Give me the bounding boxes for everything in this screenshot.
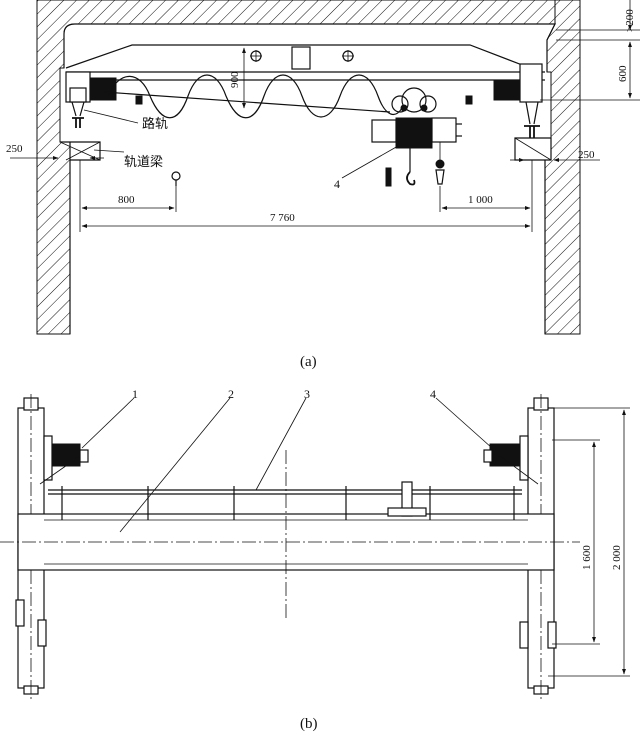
main-girder-top bbox=[65, 44, 531, 69]
dim-7760-text: 7 760 bbox=[270, 212, 295, 224]
girder-bolt-right bbox=[342, 50, 354, 62]
caption-b: (b) bbox=[300, 716, 318, 732]
dim-600-text: 600 bbox=[617, 65, 629, 82]
building-wall-right bbox=[544, 0, 581, 335]
dim-250-left-text: 250 bbox=[6, 143, 23, 155]
building-interior-outline bbox=[63, 23, 556, 334]
festoon-wire bbox=[103, 91, 391, 113]
girder-center-block bbox=[291, 46, 311, 70]
caption-a: (a) bbox=[300, 354, 317, 370]
dim-800-text: 800 bbox=[118, 194, 135, 206]
dim-1000-text: 1 000 bbox=[468, 194, 493, 206]
figure-a: 路轨 轨道梁 4 900 250 250 >200 600 800 1 000 bbox=[6, 0, 640, 370]
rail-beam-leader bbox=[93, 149, 125, 153]
part-1-label: 1 bbox=[132, 387, 138, 401]
part-4-leader-b-tail bbox=[499, 455, 539, 485]
part-4-leader-b bbox=[435, 397, 493, 449]
part-2-label: 2 bbox=[228, 387, 234, 401]
part-4-leader-a bbox=[341, 145, 399, 179]
rail-beam-left bbox=[60, 141, 101, 161]
electric-hoist bbox=[371, 87, 462, 187]
dim-1600-text: 1 600 bbox=[581, 545, 593, 570]
dim-2000-text: 2 000 bbox=[611, 545, 623, 570]
walkway-railing bbox=[48, 481, 522, 520]
festoon-cable bbox=[107, 74, 403, 119]
part-1-leader bbox=[81, 397, 135, 449]
dim-200-text: >200 bbox=[624, 9, 636, 32]
part-4-label-b: 4 bbox=[430, 387, 436, 401]
dim-250-right-text: 250 bbox=[578, 149, 595, 161]
end-truck-right bbox=[465, 63, 543, 138]
part-4-label-a: 4 bbox=[334, 177, 340, 191]
dim-900-text: 900 bbox=[229, 71, 241, 88]
rail-leader bbox=[83, 109, 139, 124]
figure-b: 1 2 3 4 1 600 2 000 (b) bbox=[0, 387, 630, 732]
rail-beam-label: 轨道梁 bbox=[124, 154, 163, 169]
part-3-label: 3 bbox=[304, 387, 310, 401]
end-truck-left bbox=[65, 71, 143, 128]
part-3-leader bbox=[255, 397, 307, 491]
girder-bolt-left bbox=[250, 50, 262, 62]
part-1-leader-tail bbox=[39, 455, 81, 485]
part-2-leader bbox=[119, 397, 231, 533]
hook-limit-left bbox=[171, 171, 181, 186]
rail-label: 路轨 bbox=[142, 116, 168, 131]
